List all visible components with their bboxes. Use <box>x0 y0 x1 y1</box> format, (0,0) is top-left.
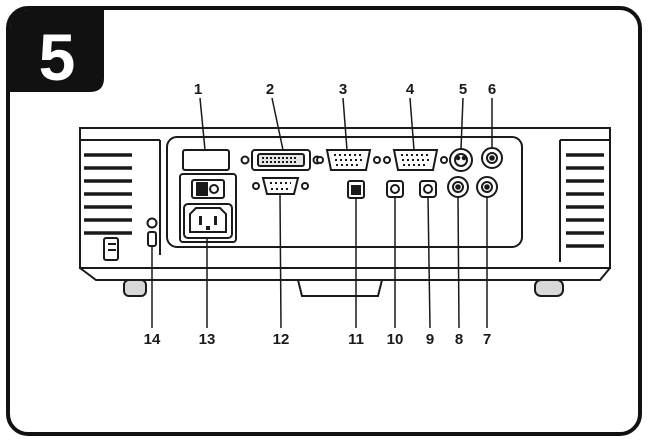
callout-3: 3 <box>339 81 347 98</box>
port-9-audio-icon <box>419 180 437 198</box>
port-8-rca-icon <box>447 176 469 198</box>
security-lock-slot <box>146 217 158 247</box>
step-number: 5 <box>39 20 76 94</box>
callout-8: 8 <box>455 331 463 348</box>
port-10-audio-icon <box>386 180 404 198</box>
callout-4: 4 <box>406 81 415 98</box>
callout-9: 9 <box>426 331 434 348</box>
callout-2: 2 <box>266 81 274 98</box>
callout-12: 12 <box>273 331 290 348</box>
leader-lines-bottom <box>151 193 488 329</box>
port-12-serial-icon <box>252 177 309 195</box>
port-5-svideo-icon <box>449 148 473 172</box>
port-1-icon <box>182 149 230 171</box>
callout-11: 11 <box>348 331 364 348</box>
port-2-dvi-icon <box>240 149 322 171</box>
callout-5: 5 <box>459 81 467 98</box>
port-4-vga-icon <box>383 149 448 171</box>
leader-lines-top <box>199 97 493 151</box>
callout-14: 14 <box>144 331 161 348</box>
callout-13: 13 <box>199 331 216 348</box>
port-7-rca-icon <box>476 176 498 198</box>
callout-6: 6 <box>488 81 496 98</box>
power-inlet-icon <box>179 173 237 243</box>
port-11-usb-icon <box>347 180 365 199</box>
left-vent-grille <box>84 153 132 235</box>
port-3-vga-icon <box>316 149 381 171</box>
port-6-rca-icon <box>481 147 503 169</box>
callout-10: 10 <box>387 331 404 348</box>
callout-7: 7 <box>483 331 491 348</box>
callout-1: 1 <box>194 81 202 98</box>
step-badge: 5 <box>10 10 104 94</box>
right-vent-grille <box>566 153 604 248</box>
side-port-icon <box>103 237 119 261</box>
